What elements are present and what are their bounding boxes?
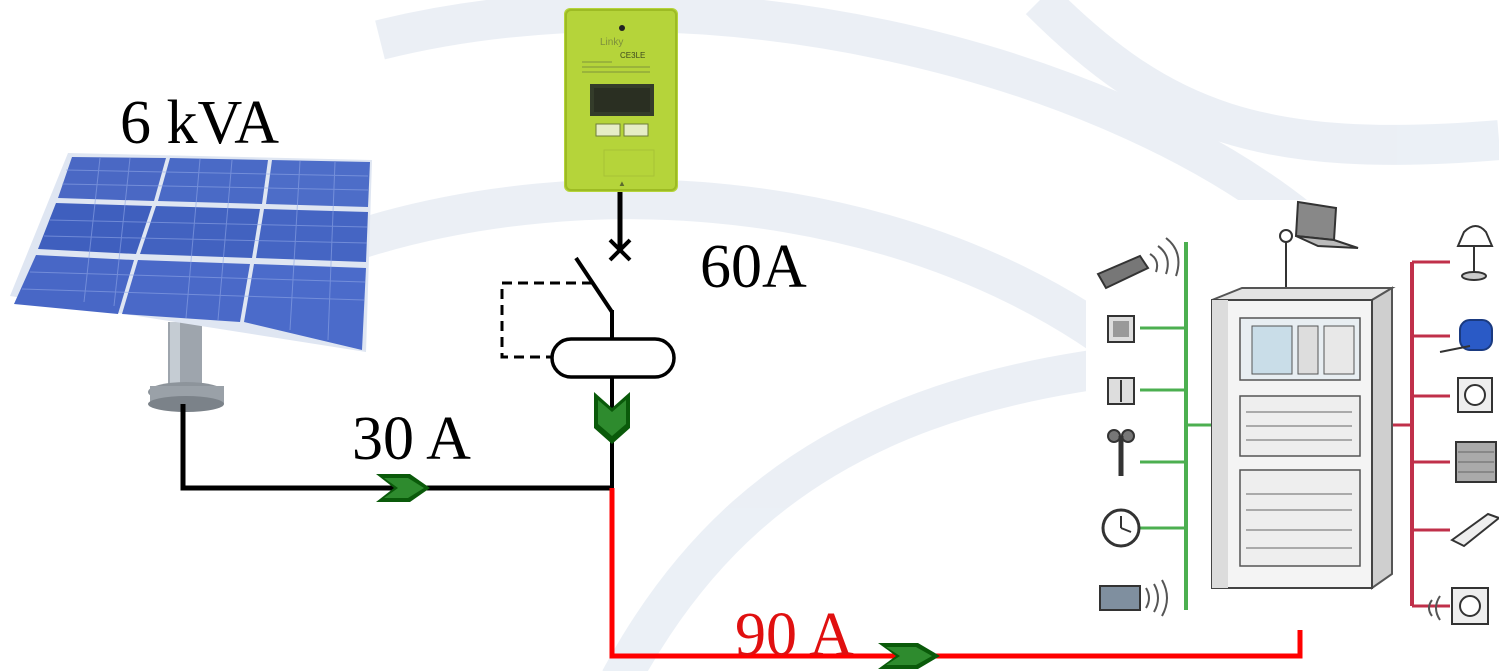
wall-switch-icon bbox=[1107, 377, 1135, 405]
heater-icon bbox=[1450, 512, 1499, 548]
lamp-icon bbox=[1456, 225, 1494, 281]
svg-text:▲: ▲ bbox=[618, 179, 626, 188]
breaker-trip-link bbox=[500, 281, 592, 359]
remote-control-icon bbox=[1096, 237, 1180, 290]
wireless-transmitter-icon bbox=[1099, 579, 1168, 617]
load-current-arrow bbox=[878, 643, 940, 669]
solar-panel-icon bbox=[10, 153, 372, 412]
smart-outlet-icon bbox=[1428, 587, 1489, 625]
meter-brand-label: Linky bbox=[600, 37, 624, 48]
load-current-label: 90 A bbox=[735, 601, 854, 669]
breaker-contact bbox=[574, 256, 614, 314]
wind-sensor-icon bbox=[1107, 429, 1135, 476]
home-distribution-network bbox=[1086, 200, 1499, 630]
breaker-rating-label: 60A bbox=[700, 233, 807, 301]
distribution-cabinet-icon bbox=[1211, 286, 1396, 590]
meter-button-left bbox=[595, 123, 621, 137]
meter-model-label: CE3LE bbox=[620, 51, 646, 60]
roller-shutter-icon bbox=[1455, 441, 1497, 483]
solar-power-label: 6 kVA bbox=[120, 89, 280, 157]
power-outlet-icon bbox=[1457, 377, 1493, 413]
meter-button-right bbox=[623, 123, 649, 137]
breaker-sensor-coil bbox=[550, 337, 676, 379]
solar-current-label: 30 A bbox=[352, 405, 471, 473]
thermostat-icon bbox=[1107, 315, 1135, 343]
solar-to-junction-wire bbox=[180, 404, 612, 491]
clock-icon bbox=[1101, 508, 1141, 548]
solar-current-arrow bbox=[376, 474, 430, 502]
water-heater-icon bbox=[1439, 319, 1493, 353]
circuit-breaker-symbol bbox=[500, 192, 676, 488]
laptop-icon bbox=[1279, 200, 1359, 288]
electricity-meter-icon: ▲ bbox=[564, 8, 678, 192]
grid-current-arrow bbox=[594, 392, 630, 444]
